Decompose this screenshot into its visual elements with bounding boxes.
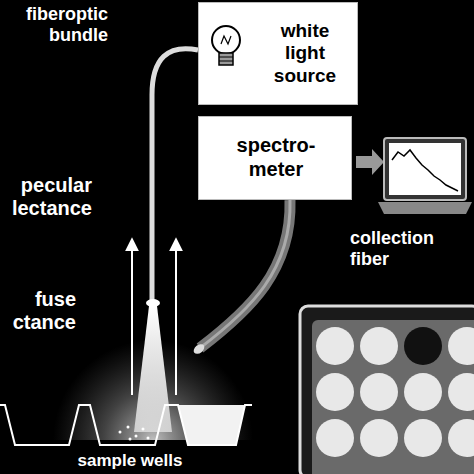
- data-arrow: [356, 149, 384, 175]
- plate-wells: [316, 327, 474, 457]
- fiber-tip: [192, 342, 206, 356]
- light-beam: [134, 306, 172, 432]
- laptop-display: [389, 143, 461, 195]
- annotation-label: collection fiber: [350, 228, 460, 269]
- annotation-label: sample wells: [55, 451, 205, 471]
- collection-fiber: [200, 200, 290, 348]
- scatter-speckles: [119, 426, 150, 441]
- bulb-filament: [221, 36, 231, 44]
- fiber-highlight: [200, 200, 290, 348]
- box-text: white light source: [262, 20, 348, 87]
- bulb-thread: [219, 57, 233, 58]
- bulb-base: [219, 53, 233, 65]
- annotation-label: fiberoptic bundle: [4, 4, 108, 45]
- annotation-label: fuse ctance: [4, 288, 76, 334]
- laptop-base: [378, 202, 472, 214]
- annotation-label: pecular lectance: [4, 174, 92, 220]
- box-text: spectro- meter: [221, 134, 331, 181]
- laptop-screen: [384, 138, 466, 200]
- fiber-ferrule: [146, 299, 160, 307]
- specular-arrow: [175, 240, 177, 395]
- sample-wells: [0, 405, 252, 445]
- bulb-glass: [212, 26, 240, 54]
- process-box: white light source: [198, 2, 358, 105]
- white-sample: [178, 405, 245, 445]
- specular-arrow: [131, 240, 133, 395]
- bulb-thread: [219, 61, 233, 62]
- process-box: spectro- meter: [198, 116, 352, 200]
- spectrum-trace: [392, 150, 458, 191]
